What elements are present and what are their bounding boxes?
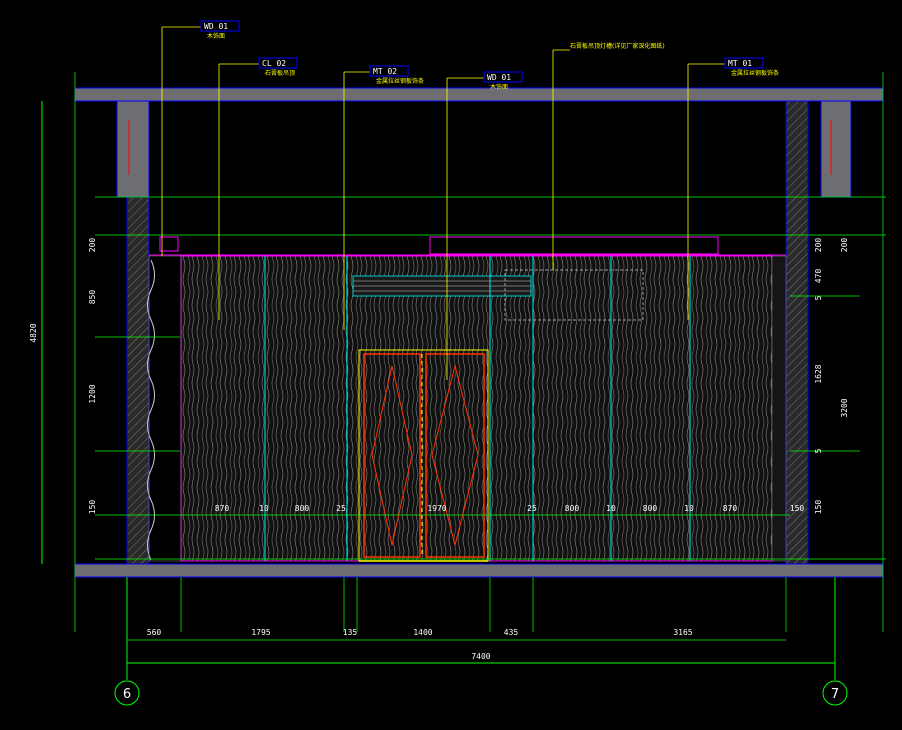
callout-note: 金属拉丝钢板饰条 (376, 77, 424, 85)
callout-code: WD 01 (487, 73, 511, 82)
panel-joints (264, 256, 691, 561)
dim-left: 1200 (88, 384, 97, 403)
dim-right-outer: 3200 (840, 398, 849, 417)
dim-right-inner: 5 (814, 295, 823, 300)
chandelier (504, 269, 644, 321)
dim-right-outer: 150 (814, 500, 823, 515)
callout-code: WD 01 (204, 22, 228, 31)
right-beam (820, 100, 852, 198)
dim-left: 850 (88, 290, 97, 305)
dim-left: 150 (88, 500, 97, 515)
grid-axis-7-bubble (822, 680, 848, 706)
dim-right-outer: 200 (840, 238, 849, 253)
dim-left-total: 4820 (29, 323, 38, 342)
dim-bottom: 135 (343, 628, 358, 637)
callout-note: 石膏板吊顶 (265, 69, 295, 77)
callout-code: CL 02 (262, 59, 286, 68)
callout-code: MT 02 (373, 67, 397, 76)
dim-inline: 800 (295, 504, 310, 513)
door-leaf-right (425, 353, 485, 558)
dim-right-inner: 200 (814, 238, 823, 253)
dim-inline: 800 (565, 504, 580, 513)
dim-bottom: 435 (504, 628, 519, 637)
grid-axis-7-label: 7 (831, 687, 839, 702)
dim-right-inner: 470 (814, 269, 823, 284)
dimensions: 560 1795 135 1400 435 3165 200 850 1200 150 200 320… (88, 238, 849, 637)
callout-note: 金属拉丝钢板饰条 (731, 69, 779, 77)
dim-inline: 25 (336, 504, 346, 513)
callout-note: 石膏板吊顶灯槽(详见厂家深化图纸) (570, 42, 665, 50)
dim-inline: 800 (643, 504, 658, 513)
callout-code: MT 01 (728, 59, 752, 68)
dim-bottom: 560 (147, 628, 162, 637)
dim-right-inner: 1628 (814, 364, 823, 383)
dim-bottom: 1400 (413, 628, 432, 637)
callout-note: 木饰面 (207, 32, 225, 40)
dim-left: 200 (88, 238, 97, 253)
grid-axis-6-label: 6 (123, 687, 131, 702)
left-wall-section (126, 196, 150, 565)
dim-inline: 25 (527, 504, 537, 513)
dim-right-inner: 5 (814, 448, 823, 453)
wavy-edge-strip (147, 259, 155, 561)
right-wall-section (785, 100, 809, 565)
dim-bottom: 1795 (251, 628, 270, 637)
grid-axis-6-bubble (114, 680, 140, 706)
door-leaf-left (363, 353, 421, 558)
dim-inline: 1970 (427, 504, 446, 513)
ceiling-soffit (429, 236, 719, 255)
callout-4: 石膏板吊顶灯槽(详见厂家深化图纸) (552, 42, 665, 270)
dim-inline: 870 (215, 504, 230, 513)
dim-bottom: 3165 (673, 628, 692, 637)
floor-slab (74, 563, 884, 578)
right-side-strip (771, 255, 787, 562)
reference-lines (74, 72, 886, 641)
ceiling-slab (74, 87, 884, 102)
dim-inline: 150 (790, 504, 805, 513)
dim-total: 7400 (471, 652, 490, 661)
dim-inline: 870 (723, 504, 738, 513)
dim-inline: 10 (606, 504, 616, 513)
dim-inline: 10 (259, 504, 269, 513)
callout-note: 木饰面 (490, 83, 508, 91)
left-beam (116, 100, 150, 198)
dim-inline: 10 (684, 504, 694, 513)
